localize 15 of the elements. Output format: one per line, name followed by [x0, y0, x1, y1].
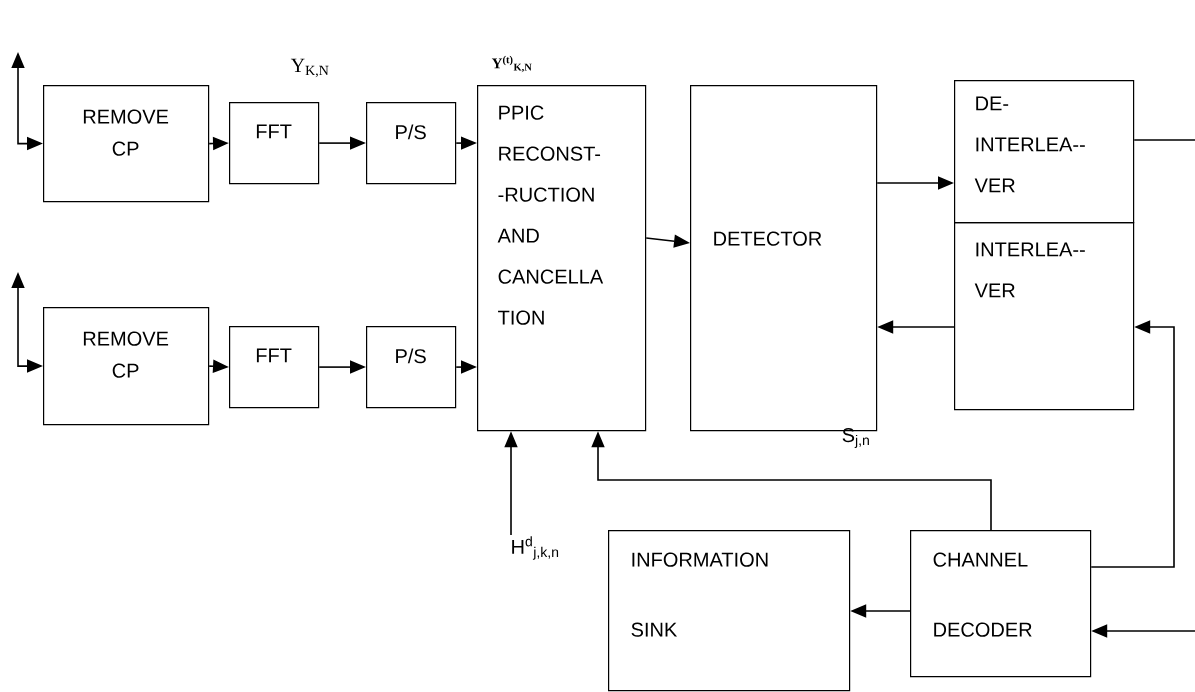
process-box: P/S: [366, 102, 457, 185]
arrow: [1090, 320, 1175, 568]
process-box: FFT: [229, 326, 320, 409]
signal-label: H$^{d}$j,k,n: [512, 536, 559, 560]
process-box: REMOVE CP: [43, 307, 210, 426]
process-box: P/S: [366, 326, 457, 409]
process-box: DE- INTERLEA-- VER: [954, 80, 1135, 224]
process-box: PPIC RECONST- -RUCTION AND CANCELLA TION: [477, 85, 647, 432]
signal-label: Y$_{K,N}$: [290, 58, 329, 78]
process-box: INTERLEA-- VER: [954, 222, 1135, 411]
signal-label: Y$^{(t)}$K,N: [491, 55, 532, 73]
process-box: REMOVE CP: [43, 85, 210, 203]
process-box: FFT: [229, 102, 320, 185]
process-box: INFORMATION SINK: [608, 530, 851, 692]
process-box: CHANNEL DECODER: [910, 530, 1092, 678]
